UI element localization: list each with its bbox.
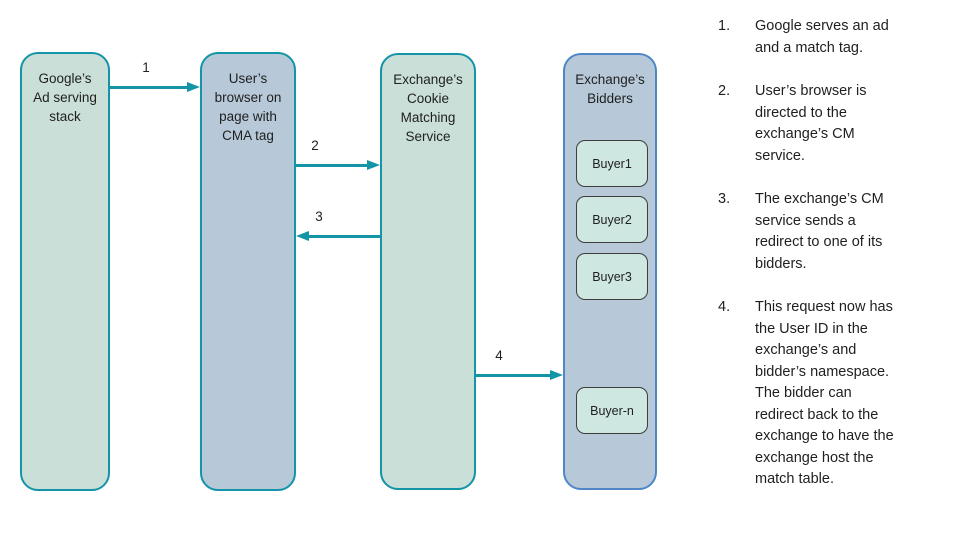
buyer1-label: Buyer1: [592, 156, 632, 171]
arrow-3-head-icon: [296, 231, 309, 241]
step-2-number: 2.: [718, 83, 731, 99]
lane-exchange-bidders-title: Exchange’s Bidders: [575, 72, 645, 106]
step-3-number: 3.: [718, 191, 731, 207]
buyer1-box: Buyer1: [576, 140, 648, 187]
arrow-2-label: 2: [311, 138, 319, 153]
step-2: 2. User’s browser is directed to the exc…: [718, 81, 950, 167]
buyer2-box: Buyer2: [576, 196, 648, 243]
arrow-2: 2: [296, 138, 380, 171]
lane-exchange-cm-service: Exchange’s Cookie Matching Service: [380, 53, 476, 490]
step-1-text: Google serves an ad and a match tag.: [755, 18, 889, 56]
step-4-text: This request now has the User ID in the …: [755, 299, 894, 487]
lane-google-title: Google’s Ad serving stack: [33, 71, 97, 124]
buyer-n-label: Buyer-n: [590, 403, 634, 418]
step-1-number: 1.: [718, 18, 731, 34]
arrow-2-shaft: [296, 163, 367, 167]
arrow-1-label: 1: [142, 60, 150, 75]
step-2-text: User’s browser is directed to the exchan…: [755, 83, 867, 164]
steps-list: 1. Google serves an ad and a match tag. …: [718, 16, 950, 491]
buyer3-box: Buyer3: [576, 253, 648, 300]
buyer2-label: Buyer2: [592, 212, 632, 227]
arrow-4-head-icon: [550, 370, 563, 380]
arrow-3: 3: [296, 209, 380, 242]
lane-google-ad-serving-stack: Google’s Ad serving stack: [20, 52, 110, 491]
step-3-text: The exchange’s CM service sends a redire…: [755, 191, 884, 272]
step-4-number: 4.: [718, 299, 731, 315]
arrow-4-label: 4: [495, 348, 503, 363]
lane-user-browser-title: User’s browser on page with CMA tag: [214, 71, 282, 143]
arrow-4-shaft: [476, 373, 550, 377]
buyer-n-box: Buyer-n: [576, 387, 648, 434]
arrow-1: 1: [110, 60, 200, 93]
arrow-2-head-icon: [367, 160, 380, 170]
step-4: 4. This request now has the User ID in t…: [718, 297, 950, 491]
lane-exchange-bidders: Exchange’s Bidders Buyer1 Buyer2 Buyer3 …: [563, 53, 657, 490]
step-3: 3. The exchange’s CM service sends a red…: [718, 189, 950, 275]
lane-user-browser: User’s browser on page with CMA tag: [200, 52, 296, 491]
arrow-4: 4: [476, 348, 563, 381]
arrow-1-shaft: [110, 85, 187, 89]
lane-exchange-cm-title: Exchange’s Cookie Matching Service: [393, 72, 463, 144]
arrow-3-label: 3: [315, 209, 323, 224]
step-1: 1. Google serves an ad and a match tag.: [718, 16, 950, 59]
arrow-1-head-icon: [187, 82, 200, 92]
buyer3-label: Buyer3: [592, 269, 632, 284]
arrow-3-shaft: [309, 234, 380, 238]
